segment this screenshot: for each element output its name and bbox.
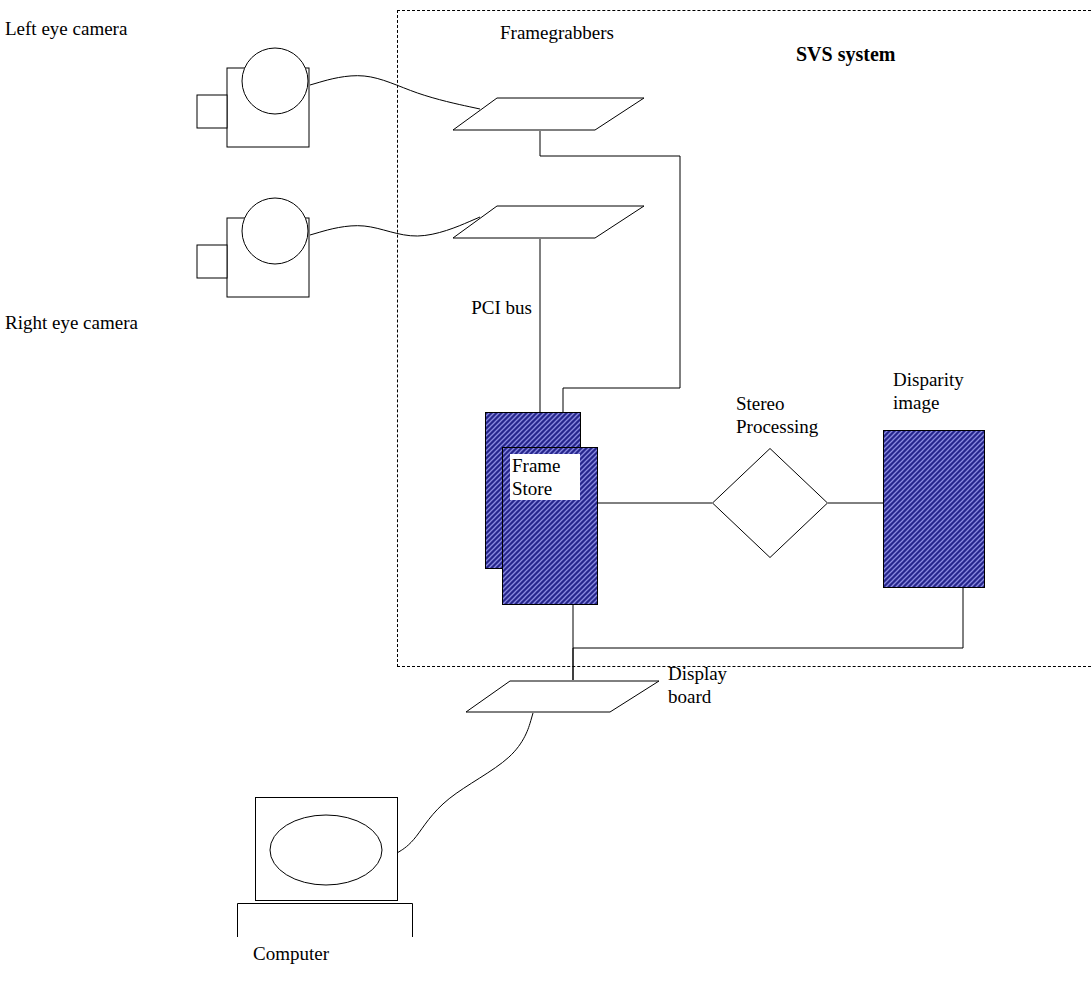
node-label: Framegrabbers [500,21,670,44]
connector-line [540,131,680,448]
node-label: Computer [253,942,373,965]
node-label: Display board [668,662,753,708]
camera: Left eye camera [196,47,310,148]
processing-diamond-outline [712,448,828,558]
system-boundary: SVS systemFramegrabbersFrame StoreStereo… [397,10,1091,667]
framegrabber-board [452,205,645,239]
frame-store: Frame Store [485,412,598,605]
connector-line [310,217,480,236]
connector-line [540,239,541,412]
camera: Right eye camera [196,197,310,298]
connector-line [397,713,533,853]
framegrabber-board-outline [452,205,645,239]
disparity-image-outline [883,430,985,588]
node-label: Frame Store [510,454,580,500]
node-label: Stereo Processing [736,392,836,438]
framegrabber-board-outline [452,97,645,131]
disparity-image: Disparity image [883,430,985,588]
display-board: Display board [465,680,660,713]
node-label: Disparity image [893,368,988,414]
display-board-outline [465,680,660,713]
node-label: Left eye camera [5,17,190,40]
camera-outline [196,197,310,298]
framegrabber-board: Framegrabbers [452,97,645,131]
processing-diamond: Stereo Processing [712,448,828,558]
connector-line [828,503,883,504]
node-label: Right eye camera [5,311,190,334]
camera-outline [196,47,310,148]
node-label: SVS system [796,43,996,66]
connector-line [310,76,480,109]
frame-store-outline [485,412,598,605]
computer-monitor: Computer [237,797,413,989]
bus-label: PCI bus [471,296,532,319]
connector-line [598,503,712,504]
